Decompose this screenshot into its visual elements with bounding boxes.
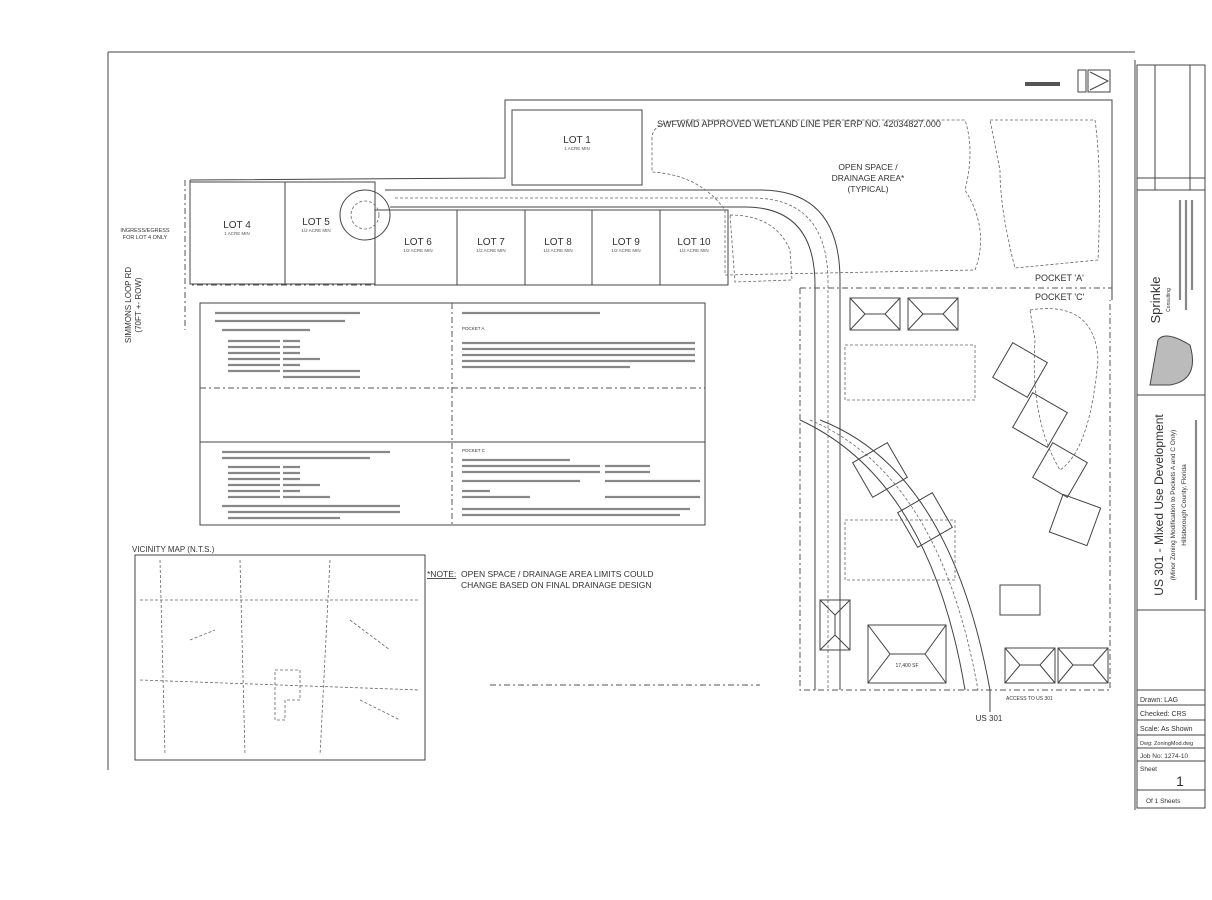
lot-10-boundary: [659, 209, 729, 286]
logo-icon: [1149, 335, 1193, 386]
project-county: Hillsborough County, Florida: [1181, 464, 1188, 546]
project-subtitle: (Minor Zoning Modification to Pockets A …: [1170, 430, 1177, 581]
lot-size: 1/2 ACRE MIN: [476, 248, 505, 253]
lot-size: 1/2 ACRE MIN: [543, 248, 572, 253]
lot-5-boundary: [284, 181, 376, 285]
building-area-label: 17,400 SF: [895, 663, 918, 669]
lot-label: LOT 9: [612, 237, 640, 248]
vicinity-map-title: VICINITY MAP (N.T.S.): [132, 545, 215, 554]
lot-label: LOT 5: [302, 217, 330, 228]
lot-size: 1/2 ACRE MIN: [403, 248, 432, 253]
scale: Scale: As Shown: [1140, 726, 1193, 733]
lot-label: LOT 8: [544, 237, 572, 248]
lot-label: LOT 4: [223, 220, 251, 231]
pocket-c-label: POCKET 'C': [1035, 292, 1085, 302]
lot-size: 1/2 ACRE MIN: [301, 228, 330, 233]
title-block: [1136, 64, 1206, 809]
scale-bar-icon: [1025, 82, 1060, 86]
road-label: (70FT +- ROW): [134, 277, 143, 333]
road-edge: [385, 189, 841, 690]
lot-labels: LOT 1 1 ACRE MIN LOT 4 1 ACRE MIN LOT 5 …: [223, 135, 711, 253]
lot-label: LOT 1: [563, 135, 591, 146]
road-label: SIMMONS LOOP RD: [124, 267, 133, 344]
sheet-label: Sheet: [1140, 766, 1157, 773]
firm-subtitle: Consulting: [1166, 288, 1172, 312]
lot-1-boundary: [511, 109, 643, 186]
access-label: ACCESS TO US 301: [1006, 696, 1053, 702]
property-boundary: [189, 99, 1113, 300]
firm-name: Sprinkle: [1148, 277, 1163, 324]
open-space-area: [651, 119, 981, 276]
cul-de-sac: [339, 189, 391, 241]
zoning-tables: [199, 302, 706, 526]
project-title: US 301 - Mixed Use Development: [1152, 414, 1166, 596]
lot-label: LOT 7: [477, 237, 505, 248]
ingress-label: FOR LOT 4 ONLY: [123, 235, 168, 241]
north-arrow-icon: [1077, 69, 1111, 93]
lot-size: 1/2 ACRE MIN: [611, 248, 640, 253]
lot-line: [189, 180, 728, 286]
sheet-number: 1: [1176, 773, 1184, 789]
lot-label: LOT 6: [404, 237, 432, 248]
open-space-label: DRAINAGE AREA*: [832, 173, 905, 183]
lot-size: 1 ACRE MIN: [564, 146, 590, 151]
job-number: Job No: 1274-10: [1140, 753, 1188, 760]
ingress-label: INGRESS/EGRESS: [120, 228, 170, 234]
wetland-line-label: SWFWMD APPROVED WETLAND LINE PER ERP NO.…: [657, 119, 941, 129]
pocket-c-boundary: [799, 288, 1111, 691]
pocket-a-table-heading: POCKET A: [462, 326, 484, 331]
note-text: OPEN SPACE / DRAINAGE AREA LIMITS COULD: [461, 569, 654, 579]
open-space-label: OPEN SPACE /: [838, 162, 898, 172]
pocket-c-table-heading: POCKET C: [462, 448, 486, 453]
us301-label: US 301: [976, 714, 1003, 723]
pocket-a-label: POCKET 'A': [1035, 273, 1084, 283]
dwg-file: Dwg: ZoningMod.dwg: [1140, 741, 1193, 747]
road-edge: [390, 206, 816, 690]
access-road: [819, 419, 991, 691]
buildings: [819, 297, 1109, 684]
road-centerline: [395, 197, 829, 690]
drawn-by: Drawn: LAG: [1140, 697, 1178, 704]
note-text: CHANGE BASED ON FINAL DRAINAGE DESIGN: [461, 580, 652, 590]
lot-size: 1/2 ACRE MIN: [679, 248, 708, 253]
lot-label: LOT 10: [677, 237, 711, 248]
lot-size: 1 ACRE MIN: [224, 231, 250, 236]
vicinity-map: [134, 554, 426, 761]
note-prefix: *NOTE:: [427, 569, 456, 579]
checked-by: Checked: CRS: [1140, 711, 1187, 718]
open-space-label: (TYPICAL): [847, 184, 888, 194]
sheet-count: Of 1 Sheets: [1146, 798, 1181, 805]
